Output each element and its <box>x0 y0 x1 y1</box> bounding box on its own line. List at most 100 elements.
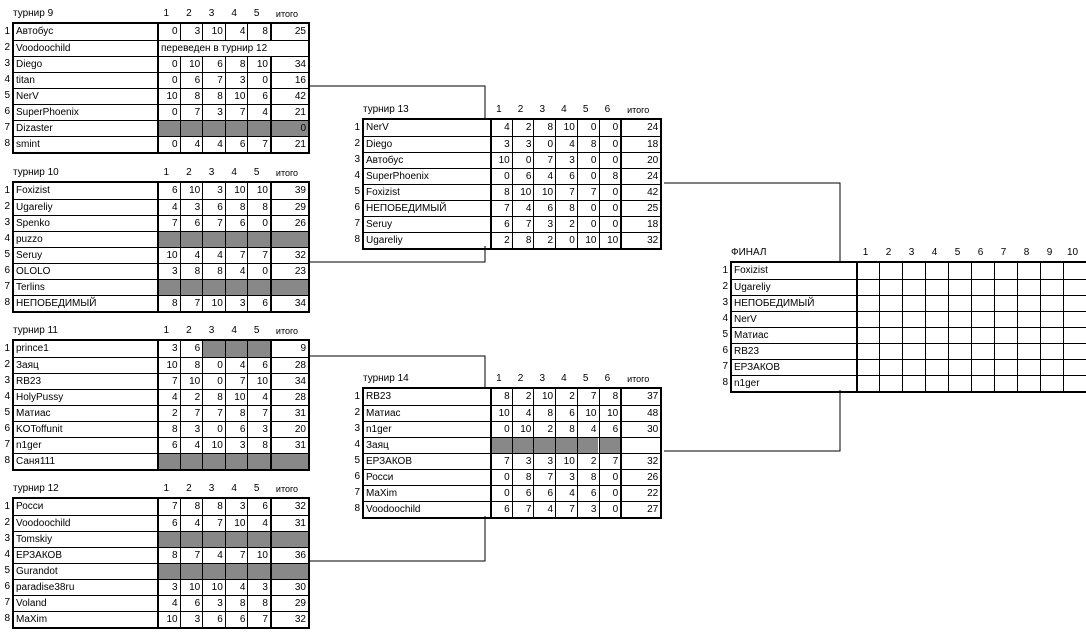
score-cell: 6 <box>511 169 534 184</box>
score-cell: 10 <box>202 438 225 453</box>
score-cell <box>157 454 180 469</box>
final-cell <box>971 296 994 311</box>
game-header: 2 <box>885 247 892 258</box>
score-cell <box>179 121 203 136</box>
score-cell: 8 <box>555 422 577 437</box>
score-cell: 3 <box>511 454 534 469</box>
score-cell: 8 <box>598 389 621 405</box>
final-cell <box>1063 344 1086 359</box>
table-title: турнир 10 <box>13 167 59 178</box>
total-cell: 28 <box>270 390 308 405</box>
row-number: 2 <box>354 138 360 149</box>
score-cell: 10 <box>490 406 512 421</box>
row-number: 5 <box>4 565 10 576</box>
score-cell: 8 <box>490 185 512 200</box>
round-header: 3 <box>539 373 546 384</box>
score-cell <box>598 438 621 453</box>
total-cell: 37 <box>620 389 660 405</box>
score-cell: 0 <box>598 201 621 216</box>
score-cell: 3 <box>533 217 555 232</box>
row-number: 8 <box>354 503 360 514</box>
score-cell: 0 <box>598 486 621 501</box>
final-cell <box>1063 296 1086 311</box>
player-name: НЕПОБЕДИМЫЙ <box>16 298 97 309</box>
final-cell <box>1040 376 1063 391</box>
total-cell: 24 <box>620 169 660 184</box>
final-cell <box>1017 376 1040 391</box>
round-header: 2 <box>517 373 524 384</box>
score-cell: 10 <box>576 406 599 421</box>
final-cell <box>971 328 994 343</box>
total-cell: 9 <box>270 341 308 357</box>
row-number: 1 <box>4 343 10 354</box>
score-cell: 8 <box>202 89 225 104</box>
score-cell: 10 <box>247 548 270 563</box>
score-cell: 0 <box>247 216 270 231</box>
game-header: 3 <box>908 247 915 258</box>
score-cell: 0 <box>598 502 621 517</box>
table-row: Gurandot <box>14 563 308 579</box>
table-title: турнир 12 <box>13 483 59 494</box>
score-cell: 3 <box>247 422 270 437</box>
round-header: 3 <box>208 325 215 336</box>
round-header: 4 <box>231 483 237 494</box>
game-header: 1 <box>862 247 869 258</box>
score-cell <box>179 564 203 579</box>
table-title: турнир 11 <box>13 325 58 336</box>
score-cell <box>224 454 248 469</box>
score-cell: 6 <box>157 438 180 453</box>
score-cell: 3 <box>555 470 577 485</box>
row-number: 3 <box>4 533 10 544</box>
score-cell <box>247 564 270 579</box>
total-cell <box>270 532 308 547</box>
score-cell: 8 <box>490 389 512 405</box>
player-name: RB23 <box>16 376 42 387</box>
final-cell <box>948 280 971 295</box>
final-cell <box>994 263 1017 279</box>
score-cell: 3 <box>202 105 225 120</box>
row-number: 5 <box>354 455 360 466</box>
row-number: 4 <box>4 74 10 85</box>
score-cell: 2 <box>533 233 555 248</box>
final-cell <box>925 344 948 359</box>
round-header: 1 <box>163 325 170 336</box>
score-cell: 10 <box>179 374 203 389</box>
score-cell: 3 <box>511 137 534 152</box>
score-cell: 3 <box>202 183 225 199</box>
total-header: итого <box>275 9 299 19</box>
score-cell <box>224 280 248 295</box>
final-row: ЕРЗАКОВ <box>732 359 1086 375</box>
final-cell <box>994 360 1017 375</box>
score-cell: 10 <box>157 358 180 373</box>
score-cell: 8 <box>533 406 555 421</box>
round-header: 5 <box>582 104 589 115</box>
score-cell <box>247 454 270 469</box>
score-cell: 2 <box>157 406 180 421</box>
total-cell: 34 <box>270 296 308 311</box>
score-cell: 3 <box>179 24 203 40</box>
score-cell <box>224 121 248 136</box>
score-cell: 10 <box>576 233 599 248</box>
row-number: 8 <box>354 234 360 245</box>
final-row: НЕПОБЕДИМЫЙ <box>732 295 1086 311</box>
total-header: итого <box>275 326 299 336</box>
score-cell: 3 <box>179 612 203 627</box>
final-cell <box>1040 344 1063 359</box>
final-cell <box>1040 263 1063 279</box>
score-cell: 3 <box>224 438 248 453</box>
score-cell <box>247 121 270 136</box>
score-cell: 6 <box>555 169 577 184</box>
final-cell <box>879 296 902 311</box>
score-cell: 6 <box>490 502 512 517</box>
score-cell: 2 <box>576 454 599 469</box>
